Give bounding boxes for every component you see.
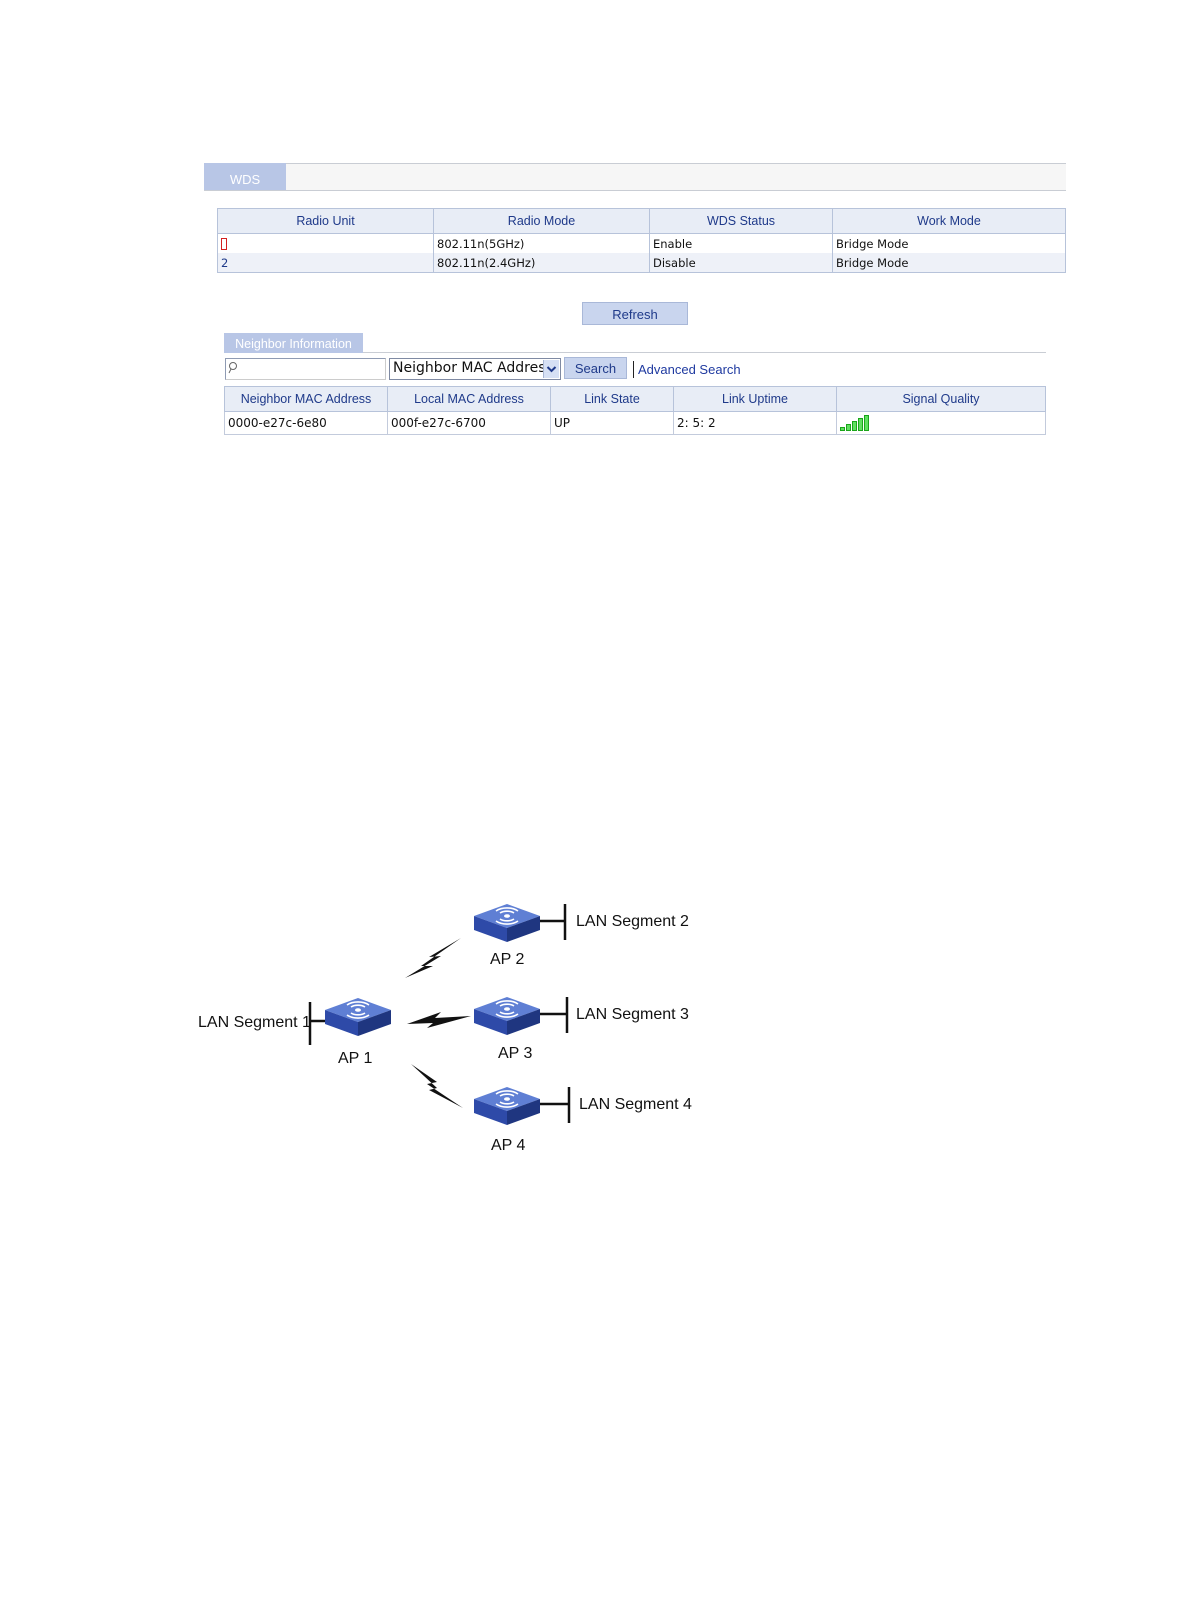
neighbor-divider <box>224 352 1046 353</box>
lan-segment-3-label: LAN Segment 3 <box>576 1006 689 1023</box>
radio-unit-cell[interactable] <box>217 233 434 253</box>
ap1-device-icon <box>324 997 392 1037</box>
signal-bar <box>846 424 851 431</box>
wireless-link-ap1-ap2 <box>405 938 461 978</box>
separator <box>633 361 634 378</box>
neighbor-mac-cell: 0000-e27c-6e80 <box>224 411 388 435</box>
link-uptime-cell: 2: 5: 2 <box>673 411 837 435</box>
chevron-down-icon[interactable] <box>543 360 559 378</box>
ap3-label: AP 3 <box>498 1045 533 1062</box>
local-mac-cell: 000f-e27c-6700 <box>387 411 551 435</box>
ap1-label: AP 1 <box>338 1050 373 1067</box>
table-row: 802.11n(5GHz) Enable Bridge Mode <box>217 233 1066 253</box>
table-row: 0000-e27c-6e80 000f-e27c-6700 UP 2: 5: 2 <box>224 411 1046 435</box>
col-work-mode[interactable]: Work Mode <box>832 208 1066 234</box>
signal-bar <box>840 427 845 431</box>
wds-status-cell: Disable <box>649 253 833 273</box>
advanced-search-link[interactable]: Advanced Search <box>638 362 741 377</box>
radio-mode-cell: 802.11n(5GHz) <box>433 233 650 253</box>
col-local-mac[interactable]: Local MAC Address <box>387 386 551 412</box>
radio-unit-link-2[interactable]: 2 <box>221 255 229 270</box>
col-neighbor-mac[interactable]: Neighbor MAC Address <box>224 386 388 412</box>
radio-unit-link-1[interactable] <box>221 238 227 250</box>
lan-segment-1-label: LAN Segment 1 <box>198 1014 311 1031</box>
signal-bar <box>858 418 863 431</box>
lan-segment-4-label: LAN Segment 4 <box>579 1096 692 1113</box>
wds-topology-diagram: LAN Segment 2 AP 2 LAN Segment 3 AP 3 LA… <box>198 903 692 1154</box>
link-state-cell: UP <box>550 411 674 435</box>
table-row: 2 802.11n(2.4GHz) Disable Bridge Mode <box>217 253 1066 273</box>
radio-mode-cell: 802.11n(2.4GHz) <box>433 253 650 273</box>
ap4-device-icon <box>473 1086 541 1126</box>
radio-unit-cell[interactable]: 2 <box>217 253 434 273</box>
work-mode-cell: Bridge Mode <box>832 253 1066 273</box>
tab-wds[interactable]: WDS <box>204 163 286 190</box>
search-button[interactable]: Search <box>564 357 627 379</box>
ap2-label: AP 2 <box>490 951 525 968</box>
refresh-button[interactable]: Refresh <box>582 302 688 325</box>
wds-tab-bar <box>204 163 1066 191</box>
ap2-device-icon <box>473 903 541 943</box>
lan-segment-2-label: LAN Segment 2 <box>576 913 689 930</box>
work-mode-cell: Bridge Mode <box>832 233 1066 253</box>
signal-bar <box>852 421 857 431</box>
col-link-state[interactable]: Link State <box>550 386 674 412</box>
search-input[interactable] <box>225 358 386 380</box>
col-link-uptime[interactable]: Link Uptime <box>673 386 837 412</box>
wireless-link-ap1-ap3 <box>407 1012 471 1028</box>
col-radio-mode[interactable]: Radio Mode <box>433 208 650 234</box>
radio-table: Radio Unit Radio Mode WDS Status Work Mo… <box>217 208 1066 273</box>
tab-neighbor-information[interactable]: Neighbor Information <box>224 333 363 353</box>
signal-quality-cell <box>836 411 1046 435</box>
col-radio-unit[interactable]: Radio Unit <box>217 208 434 234</box>
col-wds-status[interactable]: WDS Status <box>649 208 833 234</box>
wireless-link-ap1-ap4 <box>411 1064 463 1108</box>
search-icon <box>228 362 237 374</box>
signal-bar <box>864 415 869 431</box>
ap3-device-icon <box>473 996 541 1036</box>
wds-status-cell: Enable <box>649 233 833 253</box>
radio-table-header: Radio Unit Radio Mode WDS Status Work Mo… <box>217 208 1066 234</box>
search-field-value: Neighbor MAC Address <box>393 360 553 376</box>
col-signal-quality[interactable]: Signal Quality <box>836 386 1046 412</box>
neighbor-table: Neighbor MAC Address Local MAC Address L… <box>224 386 1046 435</box>
ap4-label: AP 4 <box>491 1137 526 1154</box>
search-field-select[interactable] <box>389 358 561 380</box>
neighbor-table-header: Neighbor MAC Address Local MAC Address L… <box>224 386 1046 412</box>
signal-quality-icon <box>840 415 874 431</box>
